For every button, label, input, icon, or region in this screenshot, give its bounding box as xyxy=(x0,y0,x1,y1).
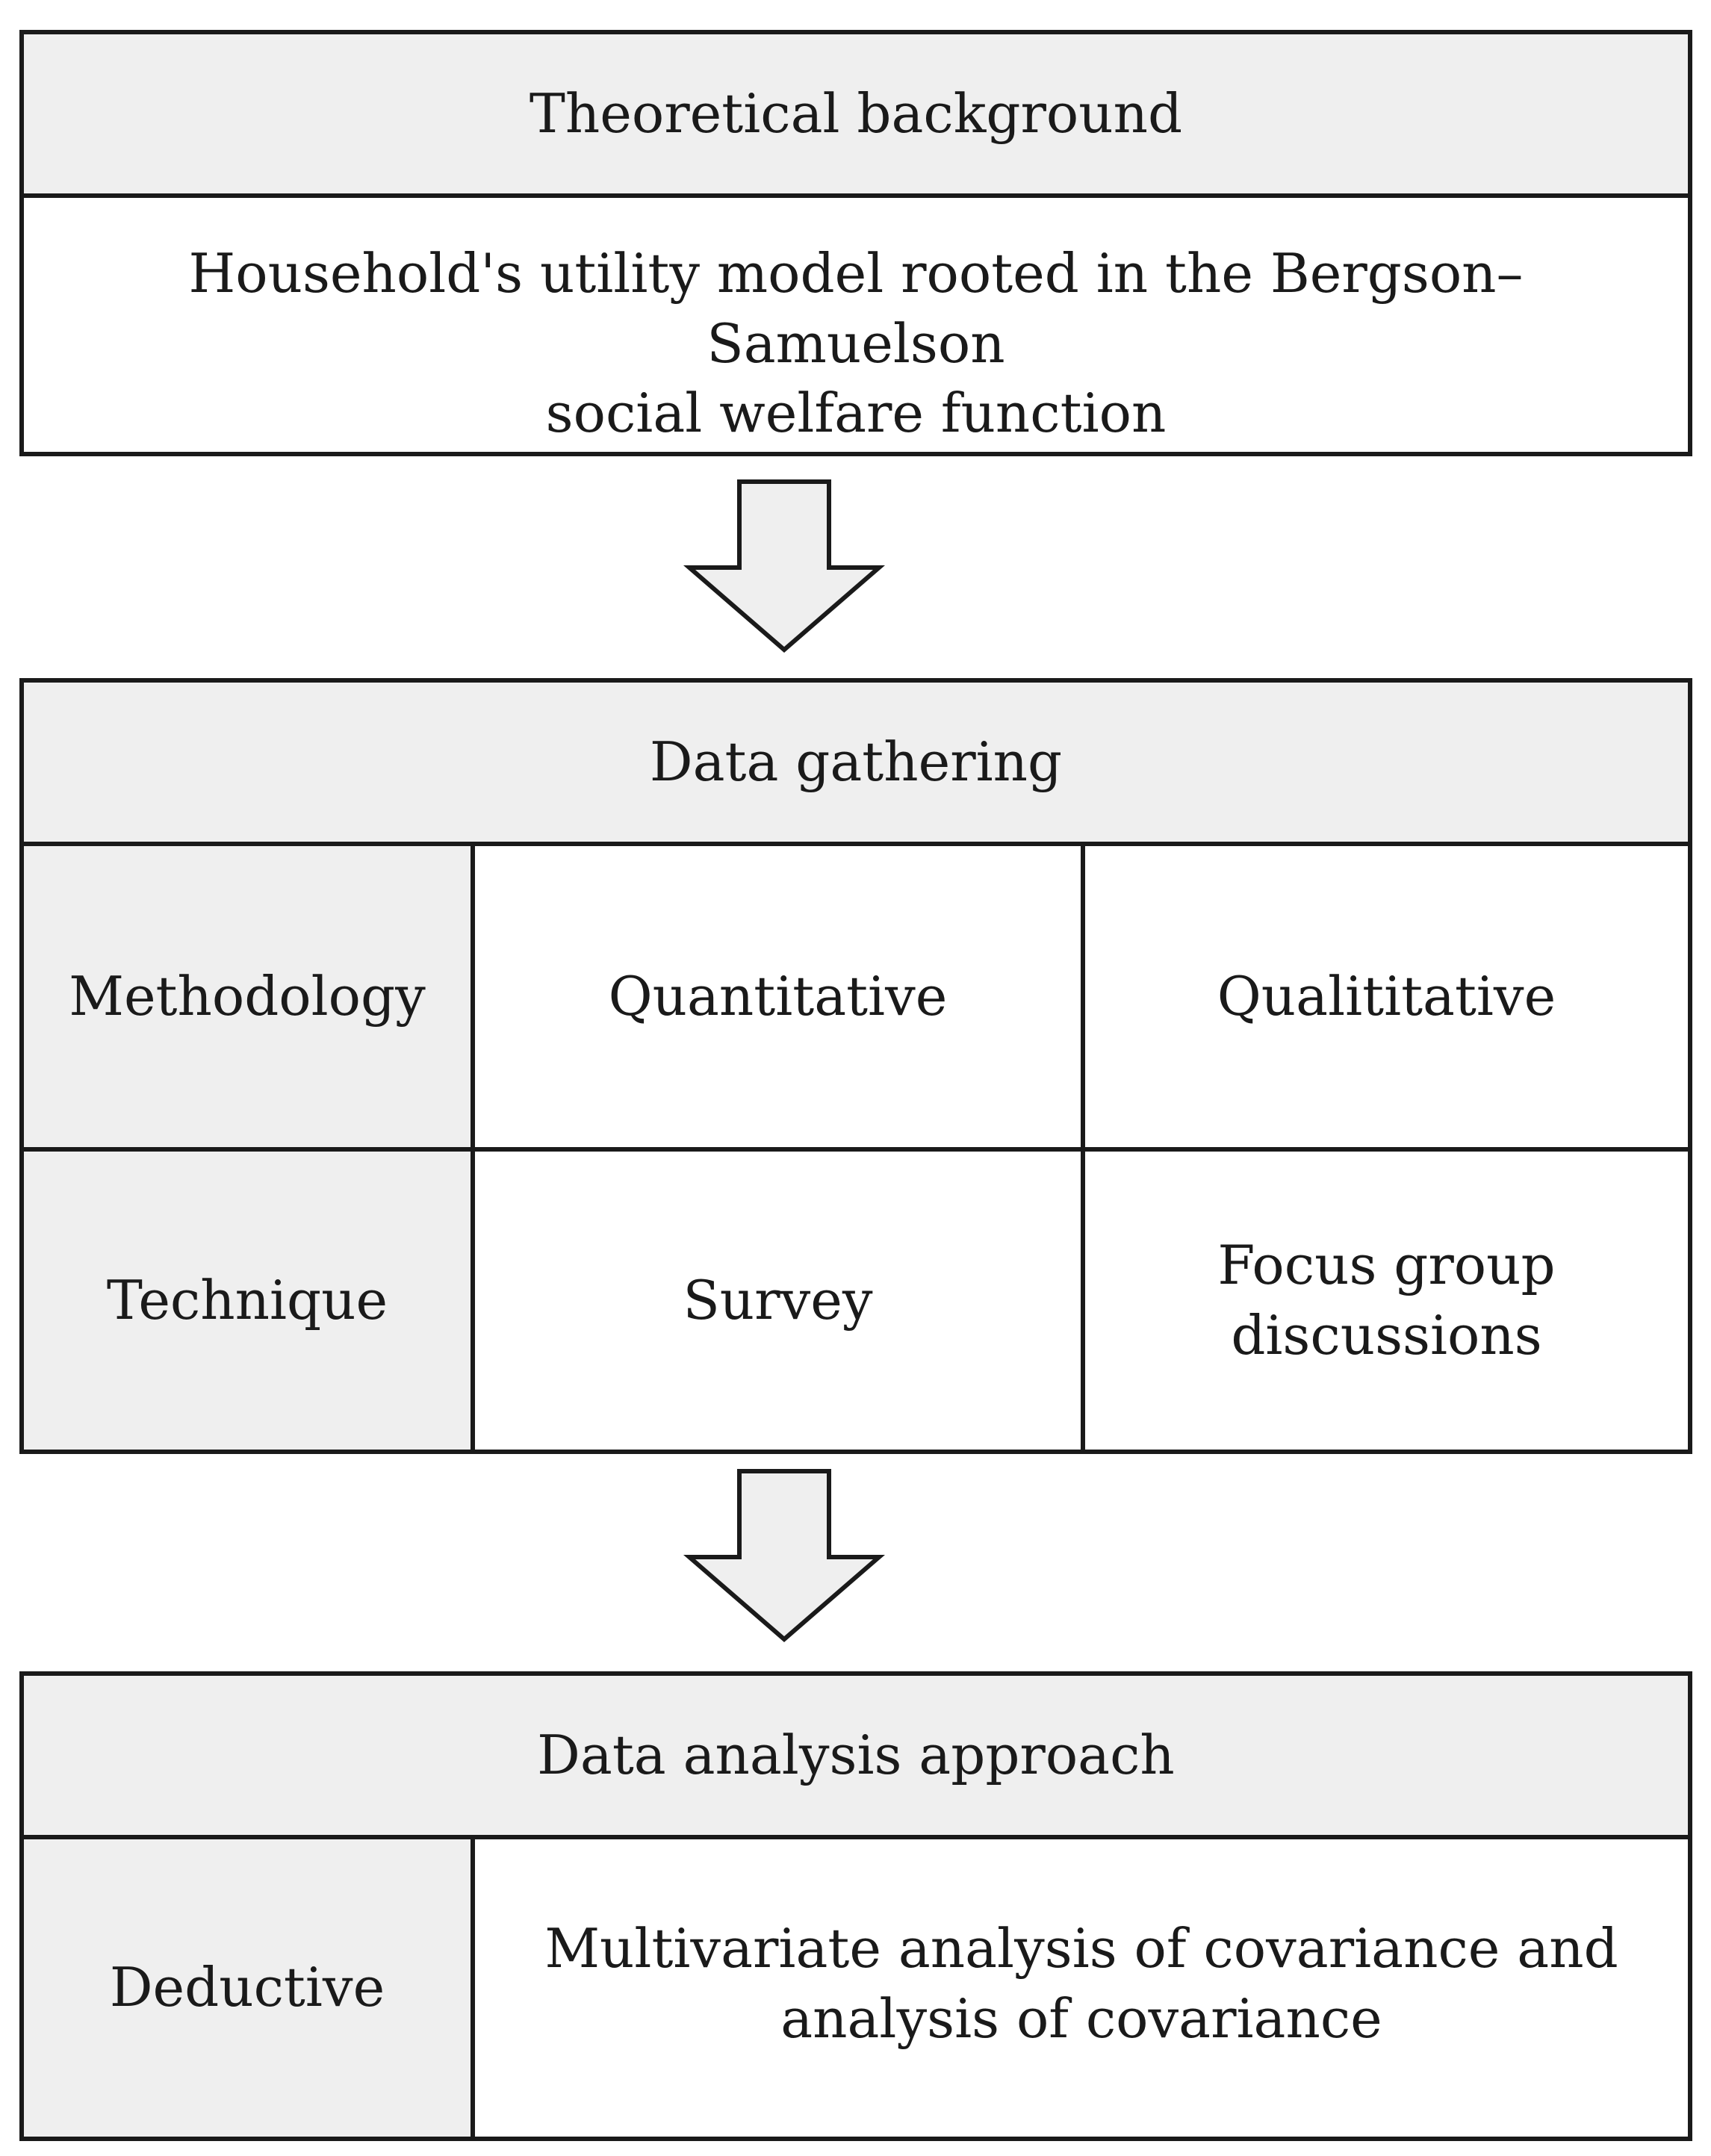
theory-body-line-1: Household's utility model rooted in the … xyxy=(188,242,1524,375)
qualitative-cell: Qualititative xyxy=(1081,842,1692,1152)
survey-cell: Survey xyxy=(471,1147,1085,1454)
focus-group-cell: Focus group discussions xyxy=(1081,1147,1692,1454)
gathering-header-label: Data gathering xyxy=(649,730,1063,793)
theory-header: Theoretical background xyxy=(19,30,1692,198)
analysis-body-cell: Multivariate analysis of covariance and … xyxy=(471,1835,1692,2141)
analysis-header: Data analysis approach xyxy=(19,1671,1692,1839)
survey-text: Survey xyxy=(683,1268,873,1332)
methodology-label: Methodology xyxy=(69,964,426,1028)
analysis-header-label: Data analysis approach xyxy=(537,1723,1175,1786)
analysis-body-line-2: analysis of covariance xyxy=(780,1986,1382,2050)
methodology-label-cell: Methodology xyxy=(19,842,475,1152)
down-arrow-icon xyxy=(683,1469,885,1642)
quantitative-text: Quantitative xyxy=(608,964,948,1028)
deductive-label: Deductive xyxy=(109,1956,385,2019)
analysis-body-text: Multivariate analysis of covariance and … xyxy=(522,1914,1640,2054)
down-arrow-icon xyxy=(683,479,885,653)
analysis-body-line-1: Multivariate analysis of covariance and xyxy=(544,1917,1618,1980)
focus-group-line-2: discussions xyxy=(1231,1303,1542,1367)
technique-label: Technique xyxy=(106,1268,388,1332)
theory-body-line-2: social welfare function xyxy=(545,382,1167,445)
deductive-label-cell: Deductive xyxy=(19,1835,475,2141)
quantitative-cell: Quantitative xyxy=(471,842,1085,1152)
theory-header-label: Theoretical background xyxy=(529,81,1183,145)
theory-body: Household's utility model rooted in the … xyxy=(19,193,1692,456)
gathering-header: Data gathering xyxy=(19,678,1692,846)
focus-group-text: Focus group discussions xyxy=(1195,1231,1577,1370)
qualitative-text: Qualititative xyxy=(1217,964,1556,1028)
focus-group-line-1: Focus group xyxy=(1217,1233,1556,1296)
technique-label-cell: Technique xyxy=(19,1147,475,1454)
theory-body-text: Household's utility model rooted in the … xyxy=(24,239,1688,449)
